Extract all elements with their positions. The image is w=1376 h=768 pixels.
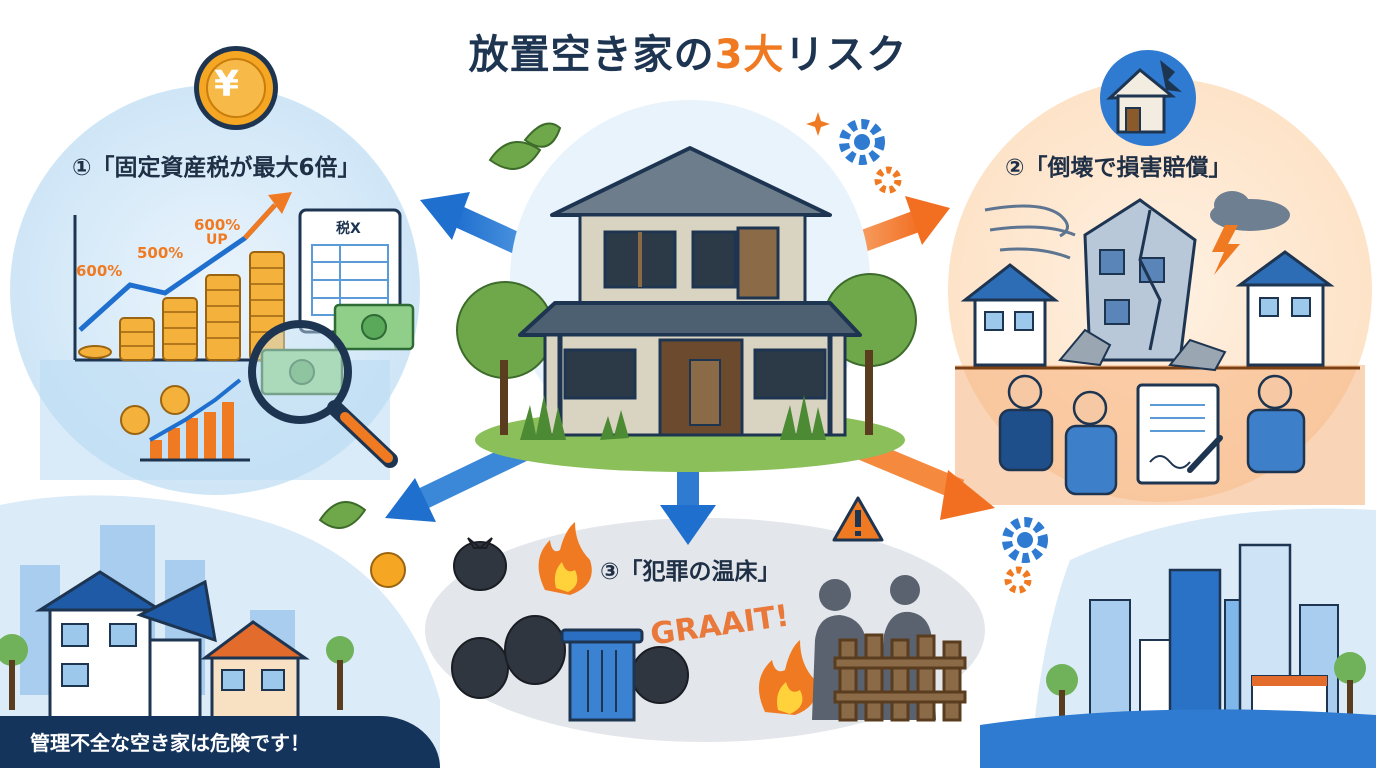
leaf-icon — [318, 122, 562, 529]
banknote-icon — [260, 303, 415, 396]
broken-fence — [833, 633, 967, 722]
footer-banner — [0, 716, 440, 768]
neighbor-house-left — [960, 263, 1060, 367]
trash-can-icon — [560, 628, 644, 722]
broken-house-icon — [1100, 50, 1196, 146]
worried-people — [998, 374, 1306, 496]
small-bar-chart — [140, 378, 250, 462]
garbage-bag-icon — [451, 537, 689, 704]
fire-icon — [538, 522, 817, 715]
safe-city-right — [980, 508, 1376, 768]
risk-label-collapse: ②「倒壊で損害賠償」 — [1005, 155, 1232, 181]
risk-label-crime: ③「犯罪の温床」 — [600, 559, 781, 585]
collapsing-house — [1058, 198, 1227, 372]
yen-coin-icon — [194, 46, 278, 130]
wind-icon — [984, 204, 1076, 260]
magnifier-icon — [248, 320, 398, 468]
chart-label-3: 600% — [194, 216, 241, 234]
chart-label-2: 500% — [137, 244, 184, 262]
title-main: 放置空き家の — [468, 32, 715, 78]
risk-label-tax: ①「固定資産税が最大6倍」 — [72, 155, 361, 181]
storm-cloud-icon — [1210, 191, 1290, 275]
safe-town-left — [0, 495, 440, 768]
gear-icon — [839, 119, 1048, 594]
yen-symbol: ¥ — [214, 64, 240, 105]
title-suffix: リスク — [784, 32, 908, 78]
chart-label-1: 600% — [76, 262, 123, 280]
contract-document-icon — [1136, 383, 1223, 485]
chart-label-up: UP — [206, 232, 228, 248]
footer-message: 管理不全な空き家は危険です！ — [30, 731, 310, 755]
crime-risk-panel — [425, 518, 985, 742]
sparkle-icon — [806, 112, 830, 136]
tax-risk-panel — [10, 85, 420, 495]
page-title: 放置空き家の3大リスク — [0, 22, 1376, 80]
tax-form-label: 税X — [336, 221, 361, 237]
yen-coin-small-icon — [120, 385, 190, 435]
collapse-risk-panel — [948, 78, 1372, 505]
warning-icon — [832, 496, 884, 542]
title-highlight: 3大 — [714, 32, 785, 78]
neighbor-house-right — [1235, 250, 1335, 367]
tax-form-icon — [298, 208, 402, 334]
abandoned-house — [456, 100, 917, 472]
